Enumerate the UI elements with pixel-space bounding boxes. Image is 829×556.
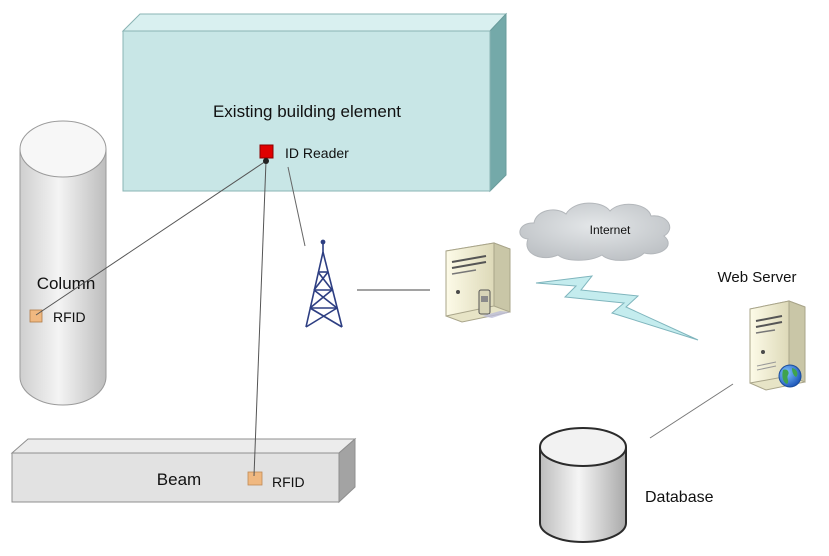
id-reader-icon	[259, 144, 274, 159]
internet-cloud-icon: Internet	[519, 202, 671, 261]
web-server-label: Web Server	[718, 269, 797, 286]
building-label: Existing building element	[213, 102, 401, 121]
id-reader-label: ID Reader	[285, 145, 349, 161]
web-server: Web Server	[718, 269, 806, 391]
id-reader: ID Reader	[259, 144, 349, 161]
antenna-tower-icon	[305, 239, 343, 328]
building-element: Existing building element	[121, 12, 508, 193]
beam-rfid-tag-icon	[247, 471, 263, 486]
column-label: Column	[37, 274, 96, 293]
local-server-icon	[445, 242, 511, 323]
internet-label: Internet	[590, 223, 631, 237]
database-icon	[539, 427, 627, 543]
reader-antenna-link	[287, 166, 306, 247]
rfid-links	[35, 158, 306, 477]
reader-column-link	[35, 160, 267, 316]
globe-icon	[778, 364, 802, 388]
beam-label: Beam	[157, 470, 201, 489]
wireless-link-bolt-icon	[535, 275, 699, 341]
reader-beam-link	[253, 160, 267, 477]
column: Column RFID	[19, 120, 107, 406]
server-database-link	[649, 383, 734, 439]
beam: Beam RFID	[10, 437, 357, 504]
beam-rfid-label: RFID	[272, 474, 305, 490]
database-label: Database	[645, 489, 714, 506]
column-rfid-label: RFID	[53, 309, 86, 325]
